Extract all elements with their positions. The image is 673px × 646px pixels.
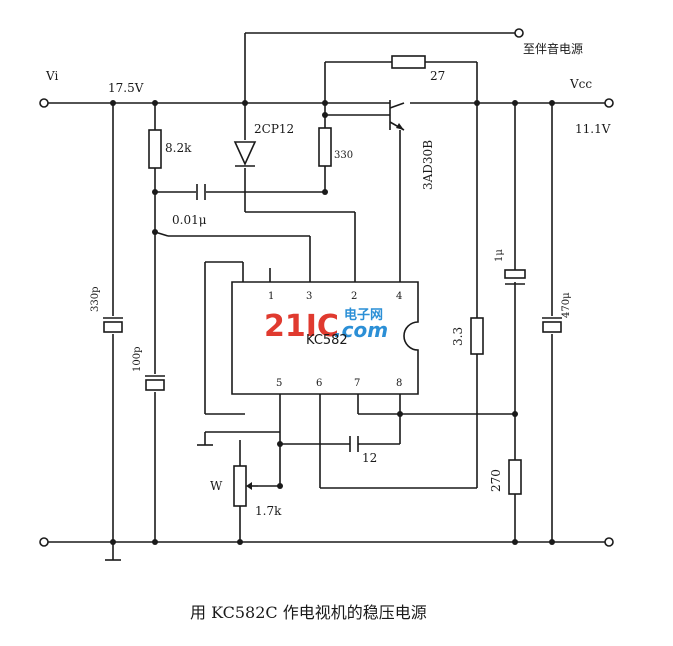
label-capacitor-330p: 330p: [90, 287, 101, 313]
label-capacitor-100p: 100p: [132, 347, 143, 373]
resistor-3-3: [470, 317, 484, 355]
label-pot-value: 1.7k: [255, 504, 282, 518]
watermark-site-com: .com: [334, 318, 388, 342]
zener-diode: [233, 141, 257, 167]
label-resistor-330: 330: [334, 150, 353, 161]
terminal-vcc: [604, 98, 614, 108]
ic-pin-2: 2: [351, 291, 357, 302]
watermark-logo: 21IC 电子网 .com: [264, 307, 388, 344]
label-input-voltage: 17.5V: [108, 81, 144, 95]
ic-pin-5: 5: [276, 378, 282, 389]
ic-pin-7: 7: [354, 378, 360, 389]
terminal-vi: [39, 98, 49, 108]
resistor-270: [508, 459, 522, 495]
label-zener: 2CP12: [254, 122, 294, 136]
terminal-audio-supply: [514, 28, 524, 38]
capacitor-1u: [504, 269, 526, 285]
capacitor-100p: [145, 375, 165, 391]
wires: [48, 32, 605, 561]
label-transistor: 3AD30B: [421, 140, 435, 190]
label-capacitor-12: 12: [362, 451, 377, 465]
diagram-caption: 用 KC582C 作电视机的稳压电源: [190, 603, 427, 622]
ic-kc582: [231, 281, 419, 395]
label-output-voltage: 11.1V: [575, 122, 611, 136]
resistor-330: [318, 127, 332, 167]
potentiometer-w: [233, 465, 258, 507]
resistor-27: [391, 55, 426, 69]
label-capacitor-1u: 1μ: [494, 249, 505, 262]
capacitor-470u: [542, 317, 562, 333]
watermark-21ic: 21IC: [264, 309, 339, 344]
ic-pin-6: 6: [316, 378, 322, 389]
label-resistor-270: 270: [489, 469, 503, 492]
transistor: [389, 100, 405, 131]
ic-pin-1: 1: [268, 291, 274, 302]
label-vi: Vi: [45, 69, 58, 83]
ic-pin-4: 4: [396, 291, 402, 302]
resistor-8k2: [148, 129, 162, 169]
ic-pin-8: 8: [396, 378, 402, 389]
label-capacitor-470u: 470μ: [561, 292, 572, 318]
junction-dots: [110, 100, 555, 545]
label-resistor-8k2: 8.2k: [165, 141, 192, 155]
capacitor-12: [349, 436, 359, 452]
ic-name: KC582: [306, 333, 348, 348]
label-audio-supply: 至伴音电源: [523, 41, 583, 56]
terminal-ground-left: [39, 537, 49, 547]
label-pot-w: W: [210, 479, 223, 493]
watermark-site-cn: 电子网: [344, 307, 383, 323]
label-resistor-27: 27: [430, 69, 445, 83]
label-vcc: Vcc: [569, 77, 592, 91]
capacitor-330p: [103, 317, 123, 333]
ic-pin-3: 3: [306, 291, 312, 302]
terminal-ground-right: [604, 537, 614, 547]
capacitor-001u: [196, 184, 206, 200]
label-capacitor-001u: 0.01μ: [172, 213, 207, 227]
label-resistor-3-3: 3.3: [451, 327, 465, 346]
